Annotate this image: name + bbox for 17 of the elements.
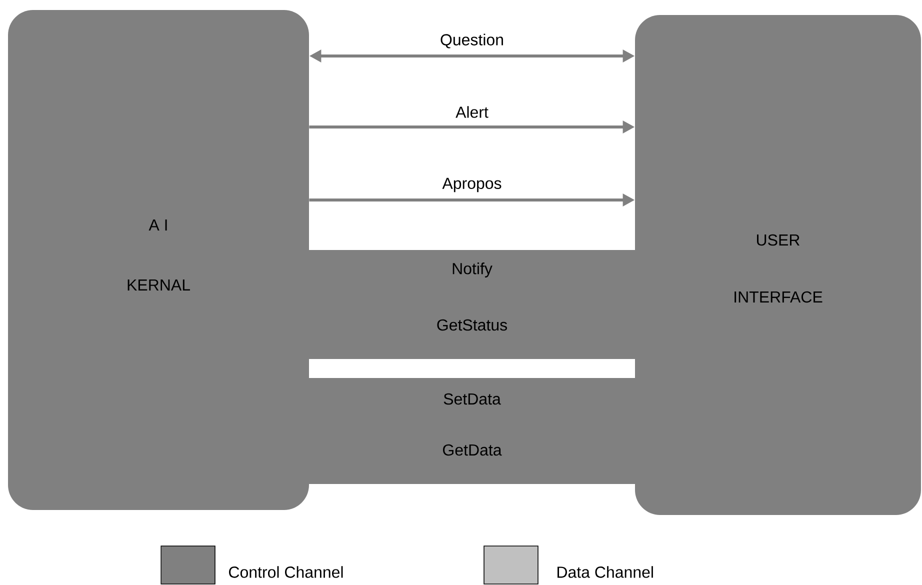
edge-label: Apropos bbox=[442, 178, 502, 192]
kernel-box bbox=[8, 10, 309, 510]
legend-label: Data Channel bbox=[558, 566, 653, 578]
edge-label: Question bbox=[440, 34, 503, 48]
box-label: A I bbox=[148, 220, 167, 230]
channel-band bbox=[309, 378, 635, 484]
box-label: INTERFACE bbox=[734, 291, 822, 303]
box-label: GetData bbox=[443, 444, 502, 456]
channel-band bbox=[309, 250, 635, 359]
box-label: KERNAL bbox=[128, 280, 190, 290]
box-label: USER bbox=[757, 234, 800, 246]
legend-label: Control Channel bbox=[229, 566, 343, 578]
box-label: SetData bbox=[444, 393, 501, 405]
edge-label: Alert bbox=[456, 106, 488, 118]
box-label: GetStatus bbox=[437, 319, 507, 331]
interface-box bbox=[635, 15, 921, 515]
box-label: Notify bbox=[452, 262, 492, 278]
